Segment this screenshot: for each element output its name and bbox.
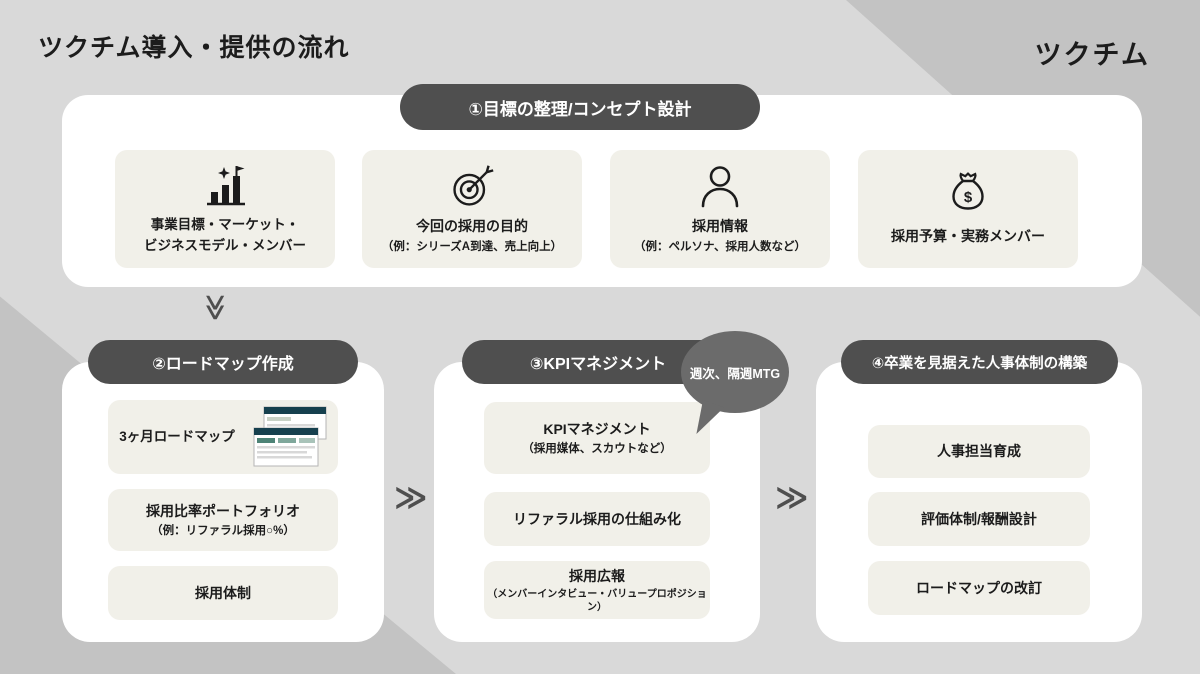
card-kpi-management: KPIマネジメント （採用媒体、スカウトなど）	[484, 402, 710, 474]
card-title: リファラル採用の仕組み化	[513, 510, 681, 527]
card-subtitle: （採用媒体、スカウトなど）	[522, 443, 672, 456]
card-roadmap-3month: 3ヶ月ロードマップ	[108, 400, 338, 474]
card-title: 今回の採用の目的	[415, 218, 528, 235]
card-subtitle: （例：リファラル採用○%）	[151, 525, 295, 538]
card-hiring-info: 採用情報 （例：ペルソナ、採用人数など）	[610, 150, 830, 268]
card-text: 採用予算・実務メンバー	[891, 226, 1045, 246]
meeting-speech-bubble: 週次、隔週MTG	[681, 331, 789, 413]
roadmap-screenshot-thumbnail	[253, 406, 327, 467]
card-hiring-budget: $ 採用予算・実務メンバー	[858, 150, 1078, 268]
chevron-down-icon: ≫	[201, 293, 232, 322]
card-subtitle: （メンバーインタビュー・バリュープロポジション）	[487, 589, 707, 614]
card-title: 採用情報	[692, 218, 748, 235]
step1-panel: 事業目標・マーケット・ ビジネスモデル・メンバー 今回の採用の目的 （例：シリー…	[62, 95, 1142, 287]
card-evaluation-compensation: 評価体制/報酬設計	[868, 492, 1090, 546]
card-title: ロードマップの改訂	[916, 579, 1042, 596]
card-title: KPIマネジメント	[543, 420, 651, 437]
card-subtitle: （例：ペルソナ、採用人数など）	[634, 240, 806, 253]
card-hr-training: 人事担当育成	[868, 425, 1090, 478]
card-title: 3ヶ月ロードマップ	[119, 428, 235, 444]
step2-header: ②ロードマップ作成	[88, 340, 358, 384]
card-text: 今回の採用の目的 （例：シリーズA到達、売上向上）	[382, 216, 562, 254]
card-title: 評価体制/報酬設計	[921, 510, 1037, 527]
person-icon	[701, 166, 739, 208]
card-title-line2: ビジネスモデル・メンバー	[144, 237, 306, 253]
bar-chart-goal-icon	[207, 166, 245, 206]
card-title: 採用体制	[195, 584, 251, 601]
page-title: ツクチム導入・提供の流れ	[38, 34, 350, 62]
svg-text:$: $	[964, 189, 973, 206]
chevron-right-icon: ≫	[394, 479, 428, 515]
card-roadmap-revision: ロードマップの改訂	[868, 561, 1090, 615]
card-text: 採用情報 （例：ペルソナ、採用人数など）	[634, 216, 806, 254]
card-recruitment-pr: 採用広報 （メンバーインタビュー・バリュープロポジション）	[484, 561, 710, 619]
step2-panel: 3ヶ月ロードマップ 採用比率ポートフォリオ （例：リファラル採用○%）	[62, 362, 384, 642]
target-arrow-icon	[453, 165, 494, 206]
card-title: 採用予算・実務メンバー	[891, 228, 1045, 245]
chevron-right-icon: ≫	[775, 479, 809, 515]
card-hiring-purpose: 今回の採用の目的 （例：シリーズA到達、売上向上）	[362, 150, 582, 268]
step4-header: ④卒業を見据えた人事体制の構築	[841, 340, 1118, 384]
brand-logo: ツクチム	[1034, 40, 1150, 70]
card-title-line1: 事業目標・マーケット・	[150, 217, 300, 233]
card-text: 事業目標・マーケット・ ビジネスモデル・メンバー	[144, 215, 306, 256]
card-subtitle: （例：シリーズA到達、売上向上）	[381, 240, 563, 253]
card-title: 採用比率ポートフォリオ	[146, 502, 300, 519]
card-referral-system: リファラル採用の仕組み化	[484, 492, 710, 546]
step1-header: ①目標の整理/コンセプト設計	[400, 84, 760, 130]
money-bag-icon: $	[952, 172, 984, 211]
card-business-goals: 事業目標・マーケット・ ビジネスモデル・メンバー	[115, 150, 335, 268]
card-hiring-ratio-portfolio: 採用比率ポートフォリオ （例：リファラル採用○%）	[108, 489, 338, 551]
card-hiring-structure: 採用体制	[108, 566, 338, 620]
card-title: 採用広報	[569, 567, 625, 584]
step4-panel: 人事担当育成 評価体制/報酬設計 ロードマップの改訂	[816, 362, 1142, 642]
card-title: 人事担当育成	[937, 443, 1021, 460]
